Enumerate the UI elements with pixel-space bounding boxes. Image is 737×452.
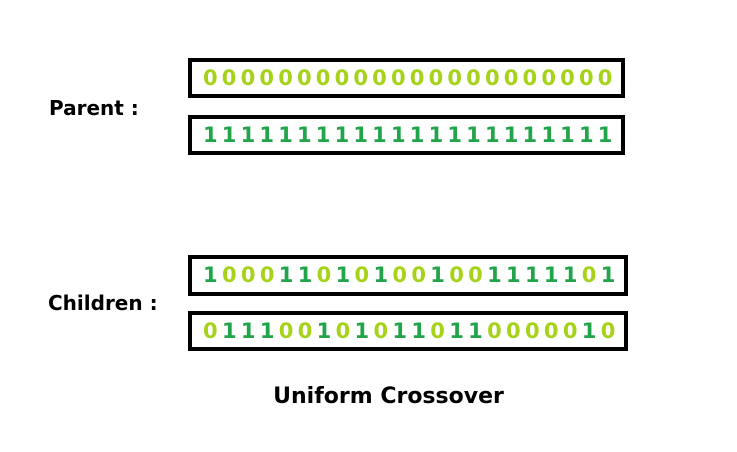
bit: 0 bbox=[468, 263, 483, 287]
bit: 1 bbox=[466, 122, 481, 147]
bit: 0 bbox=[503, 65, 519, 90]
bit: 0 bbox=[543, 318, 559, 343]
bit: 1 bbox=[506, 263, 521, 287]
bit: 1 bbox=[560, 122, 575, 147]
bit: 0 bbox=[278, 65, 293, 90]
bit: 1 bbox=[487, 263, 502, 287]
bit: 0 bbox=[315, 65, 331, 90]
bit: 1 bbox=[430, 263, 445, 287]
bit: 1 bbox=[335, 263, 351, 287]
bit: 1 bbox=[372, 122, 387, 147]
bit: 1 bbox=[447, 122, 462, 147]
bit: 1 bbox=[203, 263, 218, 287]
bit: 1 bbox=[484, 122, 500, 147]
bit: 1 bbox=[353, 122, 368, 147]
bit: 0 bbox=[541, 65, 556, 90]
bit: 1 bbox=[354, 318, 370, 343]
bit: 0 bbox=[581, 263, 597, 287]
bit: 1 bbox=[240, 318, 256, 343]
bit: 0 bbox=[578, 65, 594, 90]
bit: 0 bbox=[297, 318, 313, 343]
bit: 0 bbox=[409, 65, 425, 90]
bit: 0 bbox=[354, 263, 370, 287]
bit: 1 bbox=[578, 122, 594, 147]
bit: 1 bbox=[392, 318, 407, 343]
bit: 0 bbox=[428, 65, 444, 90]
bit: 0 bbox=[466, 65, 481, 90]
bit: 1 bbox=[297, 263, 313, 287]
bit: 1 bbox=[562, 263, 578, 287]
bit: 1 bbox=[315, 122, 331, 147]
bit: 1 bbox=[581, 318, 597, 343]
bit: 0 bbox=[221, 65, 237, 90]
bit: 1 bbox=[203, 122, 218, 147]
bit: 0 bbox=[278, 318, 294, 343]
bit: 1 bbox=[240, 122, 256, 147]
bit: 1 bbox=[428, 122, 444, 147]
bit: 1 bbox=[278, 122, 293, 147]
bit: 0 bbox=[597, 65, 613, 90]
bit: 0 bbox=[335, 318, 351, 343]
bit: 0 bbox=[259, 263, 275, 287]
bit: 1 bbox=[600, 263, 616, 287]
bit: 1 bbox=[278, 263, 294, 287]
bit: 0 bbox=[560, 65, 575, 90]
bit: 0 bbox=[392, 263, 407, 287]
bit: 0 bbox=[353, 65, 368, 90]
bit: 0 bbox=[259, 65, 275, 90]
bit: 0 bbox=[316, 263, 332, 287]
bit: 1 bbox=[541, 122, 556, 147]
bit: 1 bbox=[524, 263, 540, 287]
bit: 0 bbox=[430, 318, 445, 343]
bit: 1 bbox=[449, 318, 464, 343]
bit: 1 bbox=[259, 122, 275, 147]
bit: 0 bbox=[506, 318, 521, 343]
bit: 1 bbox=[522, 122, 538, 147]
bit: 0 bbox=[600, 318, 616, 343]
bit: 0 bbox=[449, 263, 464, 287]
bit: 0 bbox=[296, 65, 312, 90]
bit: 0 bbox=[334, 65, 350, 90]
bit: 1 bbox=[316, 318, 332, 343]
bit: 0 bbox=[390, 65, 406, 90]
bit: 1 bbox=[390, 122, 406, 147]
bit: 1 bbox=[409, 122, 425, 147]
bit: 0 bbox=[372, 65, 387, 90]
bit: 0 bbox=[240, 263, 256, 287]
bit: 0 bbox=[411, 263, 426, 287]
bit: 0 bbox=[522, 65, 538, 90]
bit: 0 bbox=[203, 318, 218, 343]
bit: 0 bbox=[240, 65, 256, 90]
bit: 0 bbox=[447, 65, 462, 90]
children-label: Children : bbox=[48, 291, 158, 315]
diagram-caption: Uniform Crossover bbox=[273, 384, 504, 409]
parent-label: Parent : bbox=[49, 96, 139, 120]
bit: 1 bbox=[373, 263, 389, 287]
bit: 1 bbox=[259, 318, 275, 343]
bit: 0 bbox=[203, 65, 218, 90]
bit: 1 bbox=[221, 122, 237, 147]
bit: 0 bbox=[524, 318, 540, 343]
bit: 0 bbox=[221, 263, 237, 287]
bit: 1 bbox=[334, 122, 350, 147]
bit: 1 bbox=[296, 122, 312, 147]
bit: 1 bbox=[411, 318, 426, 343]
bit: 0 bbox=[562, 318, 578, 343]
bit: 0 bbox=[484, 65, 500, 90]
bit: 1 bbox=[503, 122, 519, 147]
bit: 0 bbox=[373, 318, 389, 343]
bit: 1 bbox=[597, 122, 613, 147]
bit: 1 bbox=[543, 263, 559, 287]
bit: 1 bbox=[221, 318, 237, 343]
bit: 1 bbox=[468, 318, 483, 343]
bit: 0 bbox=[487, 318, 502, 343]
